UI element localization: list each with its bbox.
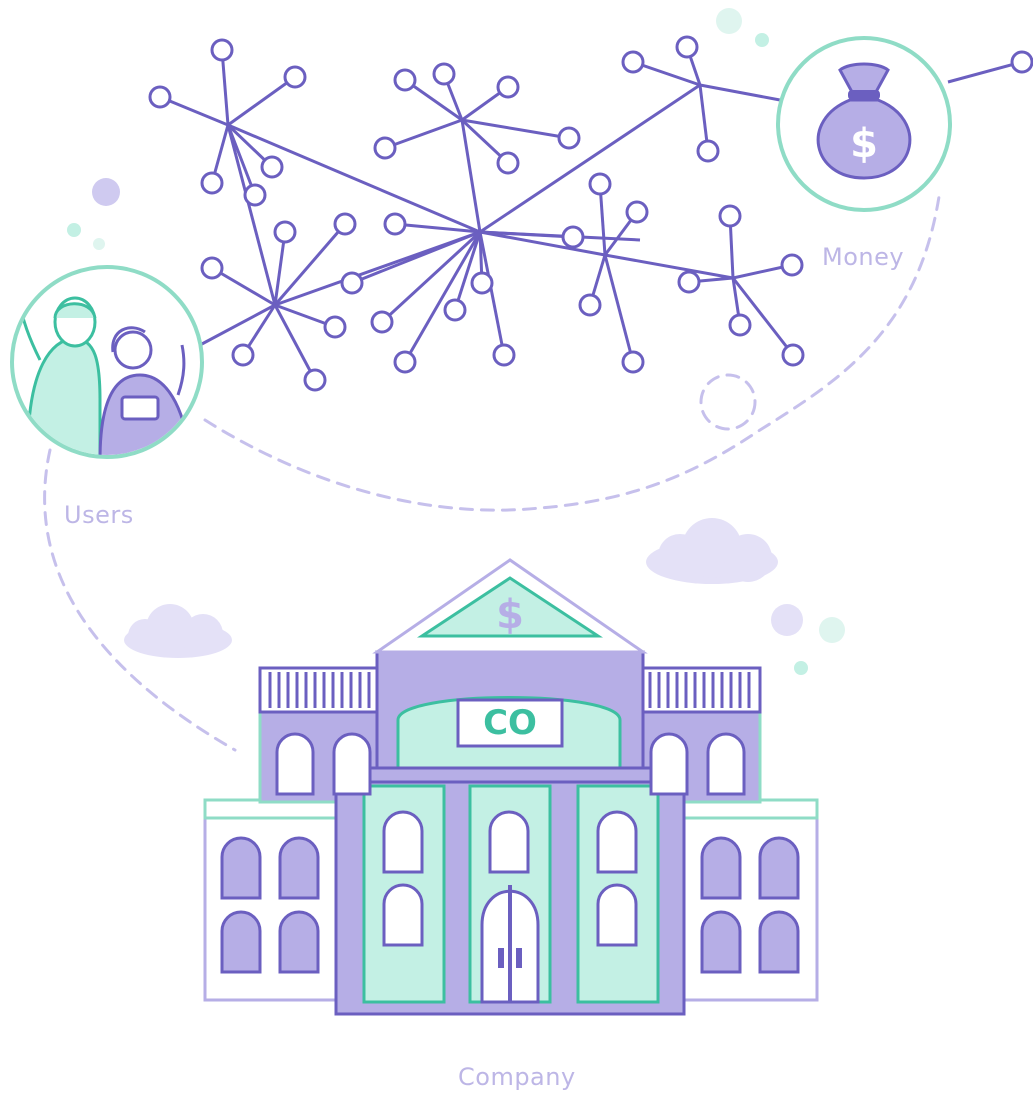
window: [220, 836, 262, 900]
network-node: [273, 220, 297, 244]
network-node: [625, 200, 649, 224]
company-label: Company: [458, 1063, 576, 1091]
building-sign: CO: [483, 703, 537, 743]
window: [488, 810, 530, 874]
network-node: [200, 171, 224, 195]
network-node: [621, 350, 645, 374]
window: [275, 732, 315, 796]
window: [758, 836, 800, 900]
window: [758, 910, 800, 974]
clouds: [124, 518, 778, 658]
users-icon: [10, 265, 204, 459]
window: [382, 883, 424, 947]
network-node: [393, 350, 417, 374]
money-symbol: $: [850, 121, 878, 167]
building-icon: $: [203, 558, 819, 1016]
network-node: [675, 35, 699, 59]
window: [332, 732, 372, 796]
network-node: [370, 310, 394, 334]
network-node: [373, 136, 397, 160]
window: [220, 910, 262, 974]
network-node: [340, 271, 364, 295]
network-node: [718, 204, 742, 228]
network-node: [303, 368, 327, 392]
window: [382, 810, 424, 874]
window: [706, 732, 746, 796]
network-node: [260, 155, 284, 179]
cloud-right: [646, 518, 778, 584]
network-node: [496, 75, 520, 99]
network-node: [728, 313, 752, 337]
network-node: [432, 62, 456, 86]
network-node: [323, 315, 347, 339]
network-node: [557, 126, 581, 150]
network-node: [210, 38, 234, 62]
network-node: [393, 68, 417, 92]
network-node: [780, 253, 804, 277]
network-node: [496, 151, 520, 175]
network-node: [283, 65, 307, 89]
network-node: [781, 343, 805, 367]
users-label: Users: [64, 501, 134, 529]
network-node: [443, 298, 467, 322]
window: [596, 883, 638, 947]
building-dollar-symbol: $: [496, 592, 524, 638]
network-node: [578, 293, 602, 317]
network-node: [677, 270, 701, 294]
network-node: [148, 85, 172, 109]
money-bag-icon: $: [776, 36, 952, 212]
window: [649, 732, 689, 796]
window: [596, 810, 638, 874]
cloud-left: [124, 604, 232, 658]
window: [278, 836, 320, 900]
network-node: [1010, 50, 1033, 74]
network-node: [243, 183, 267, 207]
network-node: [588, 172, 612, 196]
network-node: [383, 212, 407, 236]
dashed-connectors: [43, 188, 942, 752]
network-node: [621, 50, 645, 74]
network-node: [333, 212, 357, 236]
network-node: [470, 271, 494, 295]
network-node: [200, 256, 224, 280]
network-node: [696, 139, 720, 163]
window: [278, 910, 320, 974]
network-node: [231, 343, 255, 367]
window: [700, 836, 742, 900]
money-label: Money: [822, 243, 905, 271]
decorative-dots: [67, 8, 845, 675]
network-node: [492, 343, 516, 367]
network-node: [561, 225, 585, 249]
window: [700, 910, 742, 974]
network-graph: [148, 35, 1033, 392]
